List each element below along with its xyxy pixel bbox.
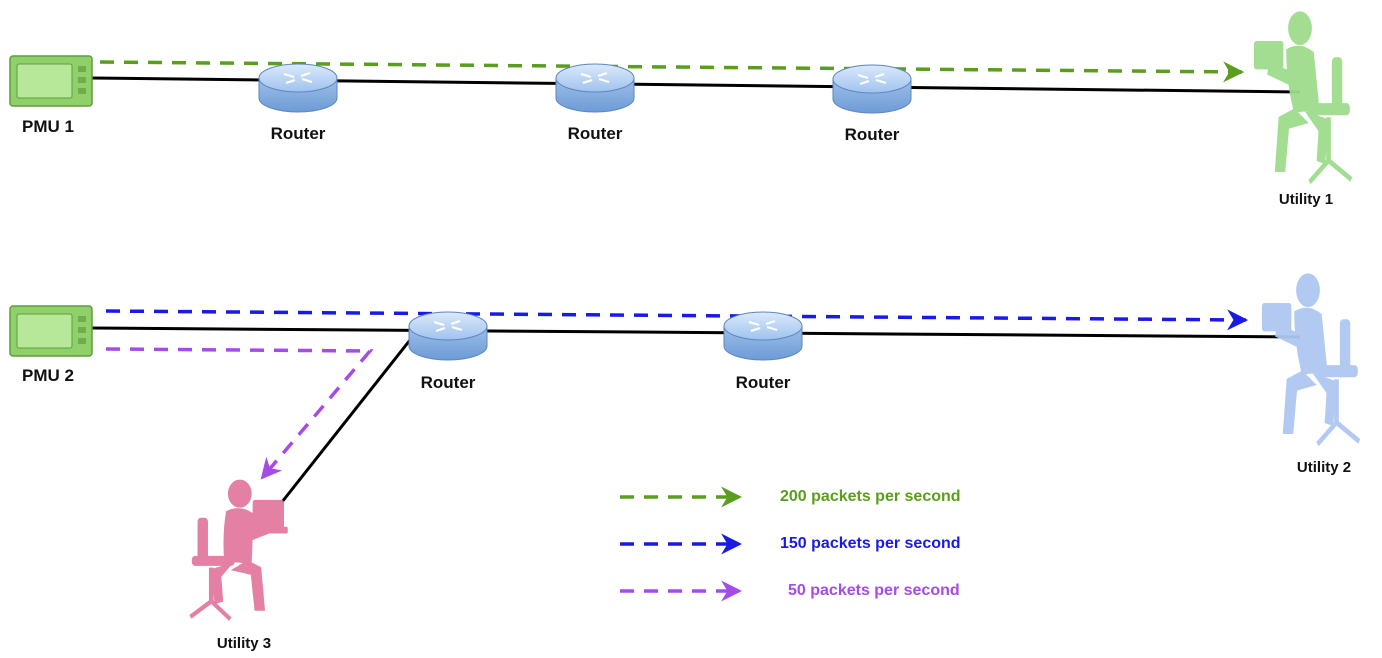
router-icon — [554, 62, 636, 114]
pmu2-label: PMU 2 — [22, 366, 74, 385]
bottom-links — [91, 326, 1301, 503]
flow-arrow-50pps — [105, 347, 374, 480]
router-label: Router — [567, 124, 623, 143]
router-label: Router — [844, 125, 900, 144]
legend-label-50pps: 50 packets per second — [788, 582, 960, 599]
legend-label-150pps: 150 packets per second — [780, 535, 961, 552]
pmu1-label: PMU 1 — [22, 117, 74, 136]
router-label: Router — [270, 124, 326, 143]
router-label: Router — [735, 373, 791, 392]
utility3-label: Utility 3 — [216, 635, 272, 652]
user-at-computer-icon — [190, 480, 287, 619]
pmu-device-icon — [9, 305, 93, 357]
pmu-device-icon — [9, 55, 93, 107]
legend-label-200pps: 200 packets per second — [780, 488, 961, 505]
utility1-label: Utility 1 — [1278, 191, 1334, 208]
utility2-label: Utility 2 — [1296, 459, 1352, 476]
router-icon — [831, 63, 913, 115]
user-at-computer-icon — [1254, 12, 1351, 182]
router-icon — [407, 310, 489, 362]
user-at-computer-icon — [1262, 274, 1359, 444]
router-icon — [257, 62, 339, 114]
flow-arrow-150pps — [105, 309, 1249, 331]
router-icon — [722, 310, 804, 362]
router-label: Router — [420, 373, 476, 392]
